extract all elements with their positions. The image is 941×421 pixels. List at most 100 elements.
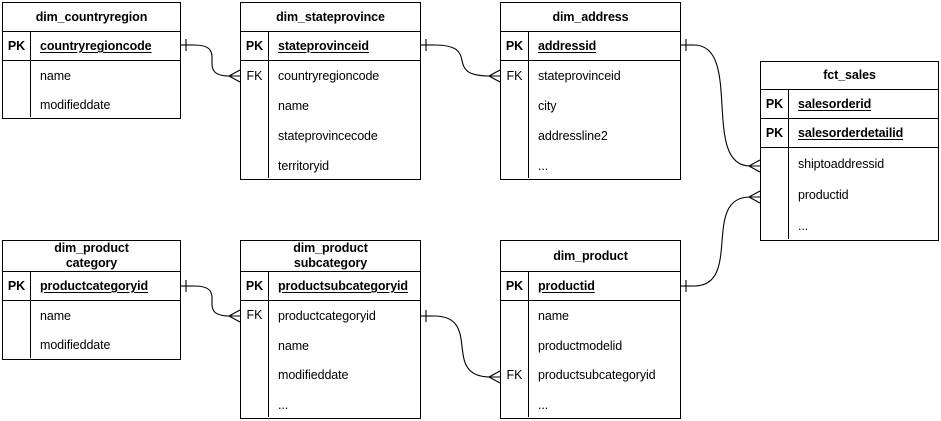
attribute-key-column: FK xyxy=(501,61,529,179)
attribute-name-column: countryregioncode name stateprovincecode te… xyxy=(269,61,420,178)
attribute-row[interactable]: name xyxy=(278,99,309,113)
attribute-row[interactable]: productid xyxy=(798,187,849,202)
pk-field-name: productsubcategoryid xyxy=(278,279,408,293)
entity-title-text: fct_sales xyxy=(823,68,876,82)
relationship-productcategory-to-subcategory[interactable] xyxy=(181,280,241,323)
attribute-name-column: name productmodelid productsubcategoryid..… xyxy=(529,301,680,417)
pk-row[interactable]: PK productsubcategoryid xyxy=(241,272,420,301)
attribute-row[interactable]: city xyxy=(538,99,557,113)
relationship-line xyxy=(433,315,491,378)
relationship-line xyxy=(193,285,231,317)
relationship-subcategory-to-product[interactable] xyxy=(421,310,501,384)
pk-badge: PK xyxy=(3,272,31,300)
attribute-key-column xyxy=(761,148,789,240)
attribute-block: name modifieddate xyxy=(3,61,180,118)
pk-badge: PK xyxy=(761,90,789,118)
attribute-row[interactable]: ... xyxy=(538,159,549,173)
attribute-row[interactable]: modifieddate xyxy=(278,368,349,383)
pk-row[interactable]: PK salesorderid xyxy=(761,90,938,119)
entity-title-fct_sales: fct_sales xyxy=(761,62,938,90)
attribute-block: FK stateprovinceid city addressline2... xyxy=(501,61,680,179)
entity-title-dim_productcategory: dim_product category xyxy=(3,241,180,272)
entity-title-text: dim_product category xyxy=(54,241,129,270)
attribute-block: name modifieddate xyxy=(3,301,180,359)
entity-title-text: dim_countryregion xyxy=(35,9,148,24)
attribute-key-column xyxy=(3,301,31,359)
attribute-row[interactable]: modifieddate xyxy=(40,98,111,113)
pk-row[interactable]: PK productid xyxy=(501,272,680,301)
pk-row[interactable]: PK addressid xyxy=(501,32,680,61)
attribute-name-column: shiptoaddressid productid... xyxy=(789,148,938,239)
attribute-row[interactable]: name xyxy=(40,308,71,323)
cardinality-many-marker xyxy=(748,190,761,204)
pk-badge: PK xyxy=(501,32,529,60)
attribute-key-column: FK xyxy=(241,301,269,418)
pk-badge: PK xyxy=(501,272,529,300)
fk-badge: FK xyxy=(246,68,263,83)
attribute-block: shiptoaddressid productid... xyxy=(761,148,938,240)
attribute-row[interactable]: modifieddate xyxy=(40,338,111,353)
attribute-row[interactable]: addressline2 xyxy=(538,129,608,143)
attribute-block: FK name productmodelid productsubcategoryid… xyxy=(501,301,680,418)
fk-badge: FK xyxy=(246,308,263,323)
pk-badge: PK xyxy=(241,32,269,60)
attribute-row[interactable]: stateprovinceid xyxy=(538,69,621,83)
attribute-row[interactable]: ... xyxy=(278,397,289,412)
attribute-row[interactable]: productmodelid xyxy=(538,338,623,353)
cardinality-many-marker xyxy=(228,69,241,83)
relationship-stateprovince-to-address[interactable] xyxy=(421,39,501,83)
attribute-row[interactable]: shiptoaddressid xyxy=(798,156,885,171)
attribute-row[interactable]: name xyxy=(40,68,71,83)
attribute-key-column xyxy=(3,61,31,118)
relationship-line xyxy=(693,196,751,287)
attribute-row[interactable]: name xyxy=(278,338,309,353)
cardinality-many-marker xyxy=(488,69,501,83)
attribute-block: FK countryregioncode name stateprovincecode… xyxy=(241,61,420,179)
attribute-row[interactable]: ... xyxy=(798,219,809,234)
pk-field-name: stateprovinceid xyxy=(278,39,369,53)
pk-badge: PK xyxy=(241,272,269,300)
pk-field-name: salesorderdetailid xyxy=(798,126,904,140)
pk-row[interactable]: PK salesorderdetailid xyxy=(761,119,938,148)
attribute-row[interactable]: territoryid xyxy=(278,159,329,173)
attribute-row[interactable]: name xyxy=(538,308,569,323)
entity-title-dim_productsubcategory: dim_product subcategory xyxy=(241,241,420,272)
fk-badge: FK xyxy=(506,367,523,382)
attribute-row[interactable]: productcategoryid xyxy=(278,308,376,323)
entity-title-dim_stateprovince: dim_stateprovince xyxy=(241,3,420,32)
pk-field-name: salesorderid xyxy=(798,97,872,111)
relationship-line xyxy=(693,44,751,167)
pk-row[interactable]: PK stateprovinceid xyxy=(241,32,420,61)
relationship-address-to-fctsales[interactable] xyxy=(681,39,761,173)
attribute-name-column: name modifieddate xyxy=(31,301,180,358)
relationship-product-to-fctsales[interactable] xyxy=(681,190,761,292)
attribute-row[interactable]: stateprovincecode xyxy=(278,129,378,143)
attribute-name-column: name modifieddate xyxy=(31,61,180,117)
attribute-key-column: FK xyxy=(241,61,269,179)
entity-title-text: dim_product subcategory xyxy=(293,241,368,270)
relationship-countryregion-to-stateprovince[interactable] xyxy=(181,39,241,83)
attribute-row[interactable]: productsubcategoryid xyxy=(538,368,656,383)
cardinality-many-marker xyxy=(228,309,241,323)
entity-title-dim_address: dim_address xyxy=(501,3,680,32)
attribute-row[interactable]: ... xyxy=(538,397,549,412)
relationship-line xyxy=(433,44,491,77)
cardinality-many-marker xyxy=(488,370,501,384)
pk-field-name: addressid xyxy=(538,39,597,53)
attribute-name-column: productcategoryid name modifieddate... xyxy=(269,301,420,417)
attribute-row[interactable]: countryregioncode xyxy=(278,69,380,83)
pk-badge: PK xyxy=(761,119,789,147)
attribute-name-column: stateprovinceid city addressline2... xyxy=(529,61,680,178)
pk-field-name: productid xyxy=(538,279,595,293)
attribute-block: FK productcategoryid name modifieddate... xyxy=(241,301,420,418)
